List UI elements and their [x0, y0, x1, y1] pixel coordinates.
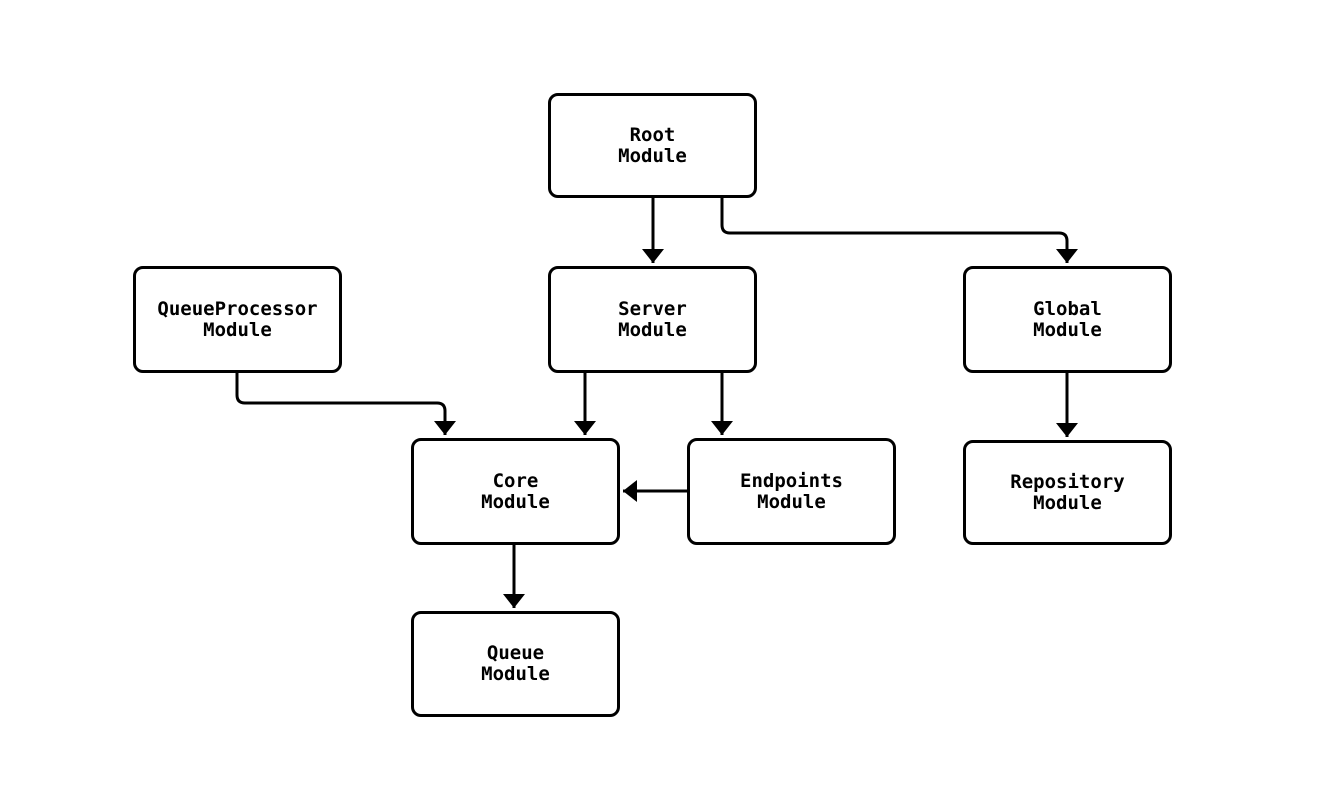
- node-root-module: Root Module: [548, 93, 757, 198]
- node-global-module: Global Module: [963, 266, 1172, 373]
- node-core-module: Core Module: [411, 438, 620, 545]
- node-repository-module: Repository Module: [963, 440, 1172, 545]
- node-endpoints-module: Endpoints Module: [687, 438, 896, 545]
- edge-root-to-global: [720, 197, 1078, 263]
- edge-queueprocessor-to-core: [235, 373, 456, 435]
- node-queue-module: Queue Module: [411, 611, 620, 717]
- node-queueprocessor-module: QueueProcessor Module: [133, 266, 342, 373]
- node-server-module: Server Module: [548, 266, 757, 373]
